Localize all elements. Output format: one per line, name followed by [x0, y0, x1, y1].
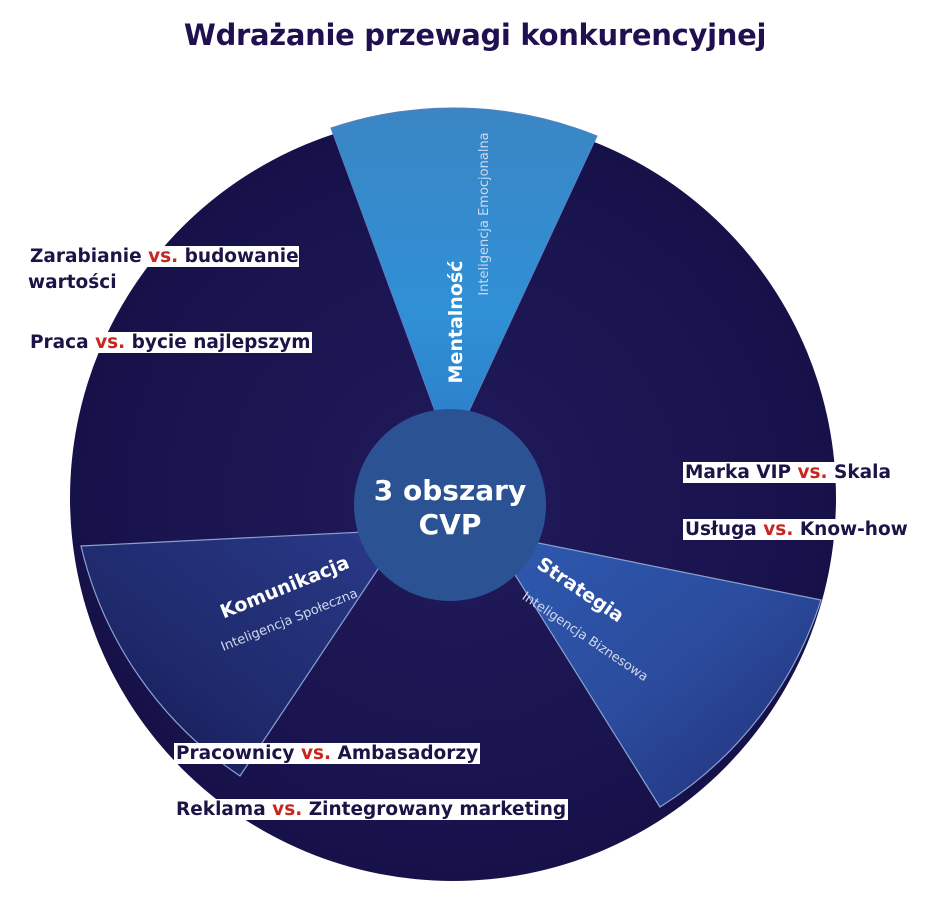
wedge-mentalnosc: [330, 107, 598, 454]
tension-mentalnosc-2: Praca vs. bycie najlepszym: [28, 332, 313, 353]
tension-komunikacja-1: Pracownicy vs. Ambasadorzy: [174, 743, 481, 764]
center-line2: CVP: [419, 508, 482, 541]
tension-mentalnosc-1: Zarabianie vs. budowanie wartości: [28, 246, 299, 293]
segment-subtitle-mentalnosc: Inteligencja Emocjonalna: [477, 132, 492, 295]
tension-strategia-2: Usługa vs. Know-how: [683, 519, 910, 540]
segment-title-mentalnosc: Mentalność: [445, 261, 467, 384]
page-title: Wdrażanie przewagi konkurencyjnej: [183, 18, 767, 52]
wedge-strategia: [487, 532, 822, 808]
center-line1: 3 obszary: [374, 474, 526, 507]
center-circle: [354, 409, 546, 601]
tension-komunikacja-2: Reklama vs. Zintegrowany marketing: [174, 799, 569, 820]
tension-strategia-1: Marka VIP vs. Skala: [683, 462, 893, 483]
